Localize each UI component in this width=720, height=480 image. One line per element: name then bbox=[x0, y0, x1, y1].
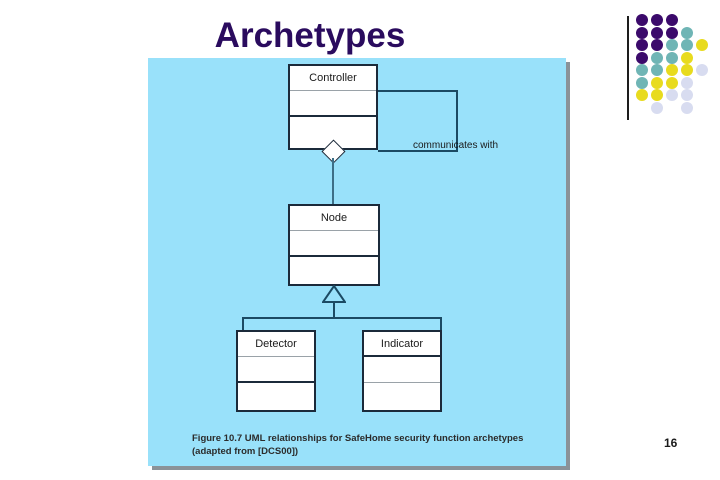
uml-class-detector[interactable]: Detector bbox=[236, 330, 316, 412]
decoration-dot bbox=[681, 51, 693, 64]
decoration-dot bbox=[681, 76, 693, 89]
decoration-dot bbox=[666, 14, 678, 26]
decoration-dot bbox=[681, 39, 693, 51]
generalization-stem bbox=[333, 302, 335, 318]
page-title: Archetypes bbox=[214, 16, 406, 55]
decoration-dot bbox=[651, 39, 663, 51]
decoration-dot bbox=[681, 101, 693, 114]
generalization-drop-indicator bbox=[440, 317, 442, 331]
decoration-dot bbox=[651, 101, 663, 114]
uml-attributes-controller bbox=[290, 91, 376, 117]
decoration-dot bbox=[651, 51, 663, 64]
decoration-dot bbox=[666, 76, 678, 89]
uml-class-name-node: Node bbox=[290, 206, 378, 231]
uml-class-name-indicator: Indicator bbox=[364, 332, 440, 357]
generalization-fork-bar bbox=[242, 317, 442, 319]
decoration-dot bbox=[651, 76, 663, 89]
association-loop bbox=[378, 90, 458, 152]
aggregation-connector bbox=[332, 158, 334, 204]
figure-caption-line-1: Figure 10.7 UML relationships for SafeHo… bbox=[192, 433, 524, 444]
decoration-dot bbox=[636, 51, 648, 64]
uml-attributes-detector bbox=[238, 357, 314, 383]
decoration-dot bbox=[636, 14, 648, 26]
uml-class-node[interactable]: Node bbox=[288, 204, 380, 286]
decoration-dot bbox=[666, 64, 678, 76]
uml-attributes-node bbox=[290, 231, 378, 257]
decoration-dot bbox=[651, 89, 663, 101]
decoration-dot bbox=[696, 64, 708, 76]
decoration-dot bbox=[636, 26, 648, 39]
decoration-dot bbox=[681, 26, 693, 39]
uml-attributes-indicator bbox=[364, 357, 440, 383]
decoration-dot bbox=[636, 89, 648, 101]
generalization-drop-detector bbox=[242, 317, 244, 331]
figure-caption: Figure 10.7 UML relationships for SafeHo… bbox=[192, 432, 542, 458]
decoration-dot bbox=[681, 89, 693, 101]
association-label: communicates with bbox=[413, 140, 499, 151]
decoration-dot bbox=[636, 76, 648, 89]
generalization-triangle-icon bbox=[322, 285, 346, 303]
decoration-dot bbox=[666, 39, 678, 51]
decoration-dot bbox=[696, 39, 708, 51]
decoration-dot bbox=[651, 26, 663, 39]
uml-class-indicator[interactable]: Indicator bbox=[362, 330, 442, 412]
decoration-dot bbox=[666, 51, 678, 64]
uml-class-controller[interactable]: Controller bbox=[288, 64, 378, 150]
decoration-dot bbox=[681, 64, 693, 76]
uml-class-name-controller: Controller bbox=[290, 66, 376, 91]
decoration-dot bbox=[636, 64, 648, 76]
decoration-dot bbox=[666, 89, 678, 101]
decoration-dot bbox=[666, 26, 678, 39]
figure-panel: Controller communicates with Node Detect… bbox=[148, 58, 566, 466]
decoration-dot bbox=[651, 14, 663, 26]
uml-class-name-detector: Detector bbox=[238, 332, 314, 357]
figure-caption-line-2: (adapted from [DCS00]) bbox=[192, 446, 299, 457]
decoration-dot bbox=[651, 64, 663, 76]
dot-grid-decoration bbox=[636, 14, 710, 114]
decoration-dot bbox=[636, 39, 648, 51]
page-number: 16 bbox=[664, 436, 678, 450]
divider-line bbox=[627, 16, 629, 120]
